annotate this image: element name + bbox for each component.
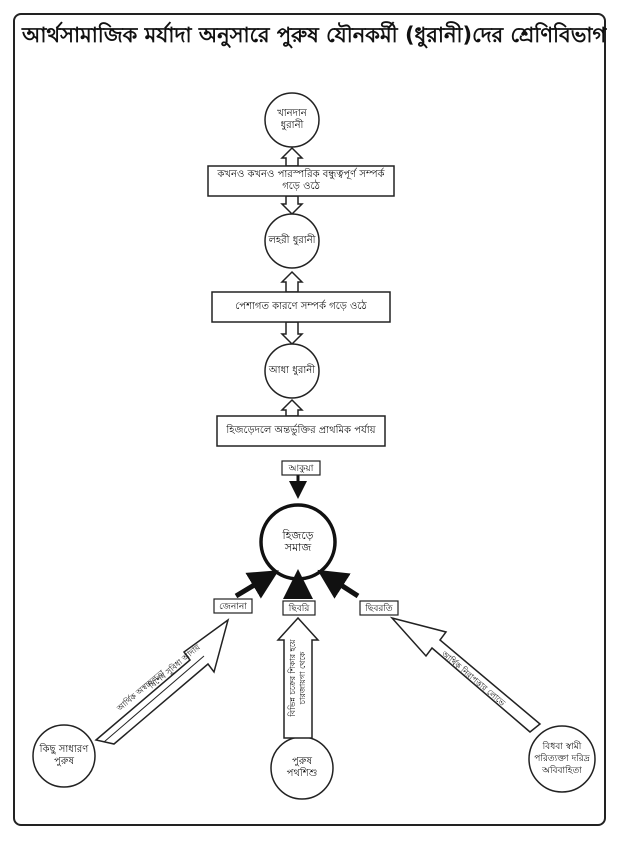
circle-kichhu [32, 724, 96, 788]
up-arrow-1 [280, 146, 304, 167]
box-1 [207, 165, 395, 197]
left-arrow-divider [103, 655, 205, 743]
tag-jenana-box [213, 598, 253, 614]
up-arrow-2 [280, 270, 304, 293]
box-2 [211, 291, 391, 323]
left-big-arrow [94, 618, 230, 745]
jenana-arrow [234, 570, 279, 599]
circle-bidhoba [528, 725, 596, 793]
down-arrow-2 [280, 321, 304, 346]
tag-akua: আকুয়া [288, 463, 314, 474]
circle-khandan [264, 92, 320, 148]
tag-chhibrati: ছিবরতি [365, 603, 393, 614]
tag-chhibri: ছিবরি [288, 603, 310, 614]
circle-adho [264, 343, 320, 399]
chhibrati-arrow [317, 569, 360, 599]
tag-jenana: জেনানা [219, 601, 247, 612]
arrow-label-center: বিভিন্ন চক্রের শিকার হয়ে চারজায়গা থেকে [288, 639, 307, 717]
box-3-text: হিজড়েদলে অন্তর্ভুক্তির প্রাথমিক পর্যায় [226, 425, 376, 436]
figure-frame [13, 13, 606, 826]
node-adho: আধা ধুরানী [268, 365, 316, 376]
tag-chhibri-box [282, 600, 316, 616]
tag-chhibrati-box [359, 600, 399, 616]
box-3 [216, 415, 386, 447]
node-hijra: হিজড়ে সমাজ [282, 529, 314, 554]
box-1-text: কখনও কখনও পারস্পরিক বন্ধুত্বপূর্ণ সম্পর্… [217, 169, 385, 192]
box-2-text: পেশাগত কারণে সম্পর্ক গড়ে ওঠে [235, 301, 367, 312]
circle-lohori [264, 213, 320, 269]
up-arrow-3 [280, 398, 304, 417]
node-bidhoba: বিধবা স্বামী পরিত্যক্তা দরিদ্র অবিবাহিতা [534, 742, 590, 776]
diagram-title: আর্থসামাজিক মর্যাদা অনুসারে পুরুষ যৌনকর্… [22, 23, 607, 47]
right-big-arrow [389, 616, 542, 733]
node-khandan: খানদান ধুরানী [277, 108, 307, 131]
down-arrow-1 [280, 195, 304, 216]
tag-akua-box [281, 460, 321, 476]
node-kichhu: কিছু সাধারণ পুরুষ [39, 744, 89, 767]
node-lohori: লহরী ধুরানী [268, 235, 316, 246]
node-purush: পুরুষ পথশিশু [286, 756, 318, 779]
center-big-arrow [276, 616, 320, 739]
spine-connectors [280, 146, 304, 417]
